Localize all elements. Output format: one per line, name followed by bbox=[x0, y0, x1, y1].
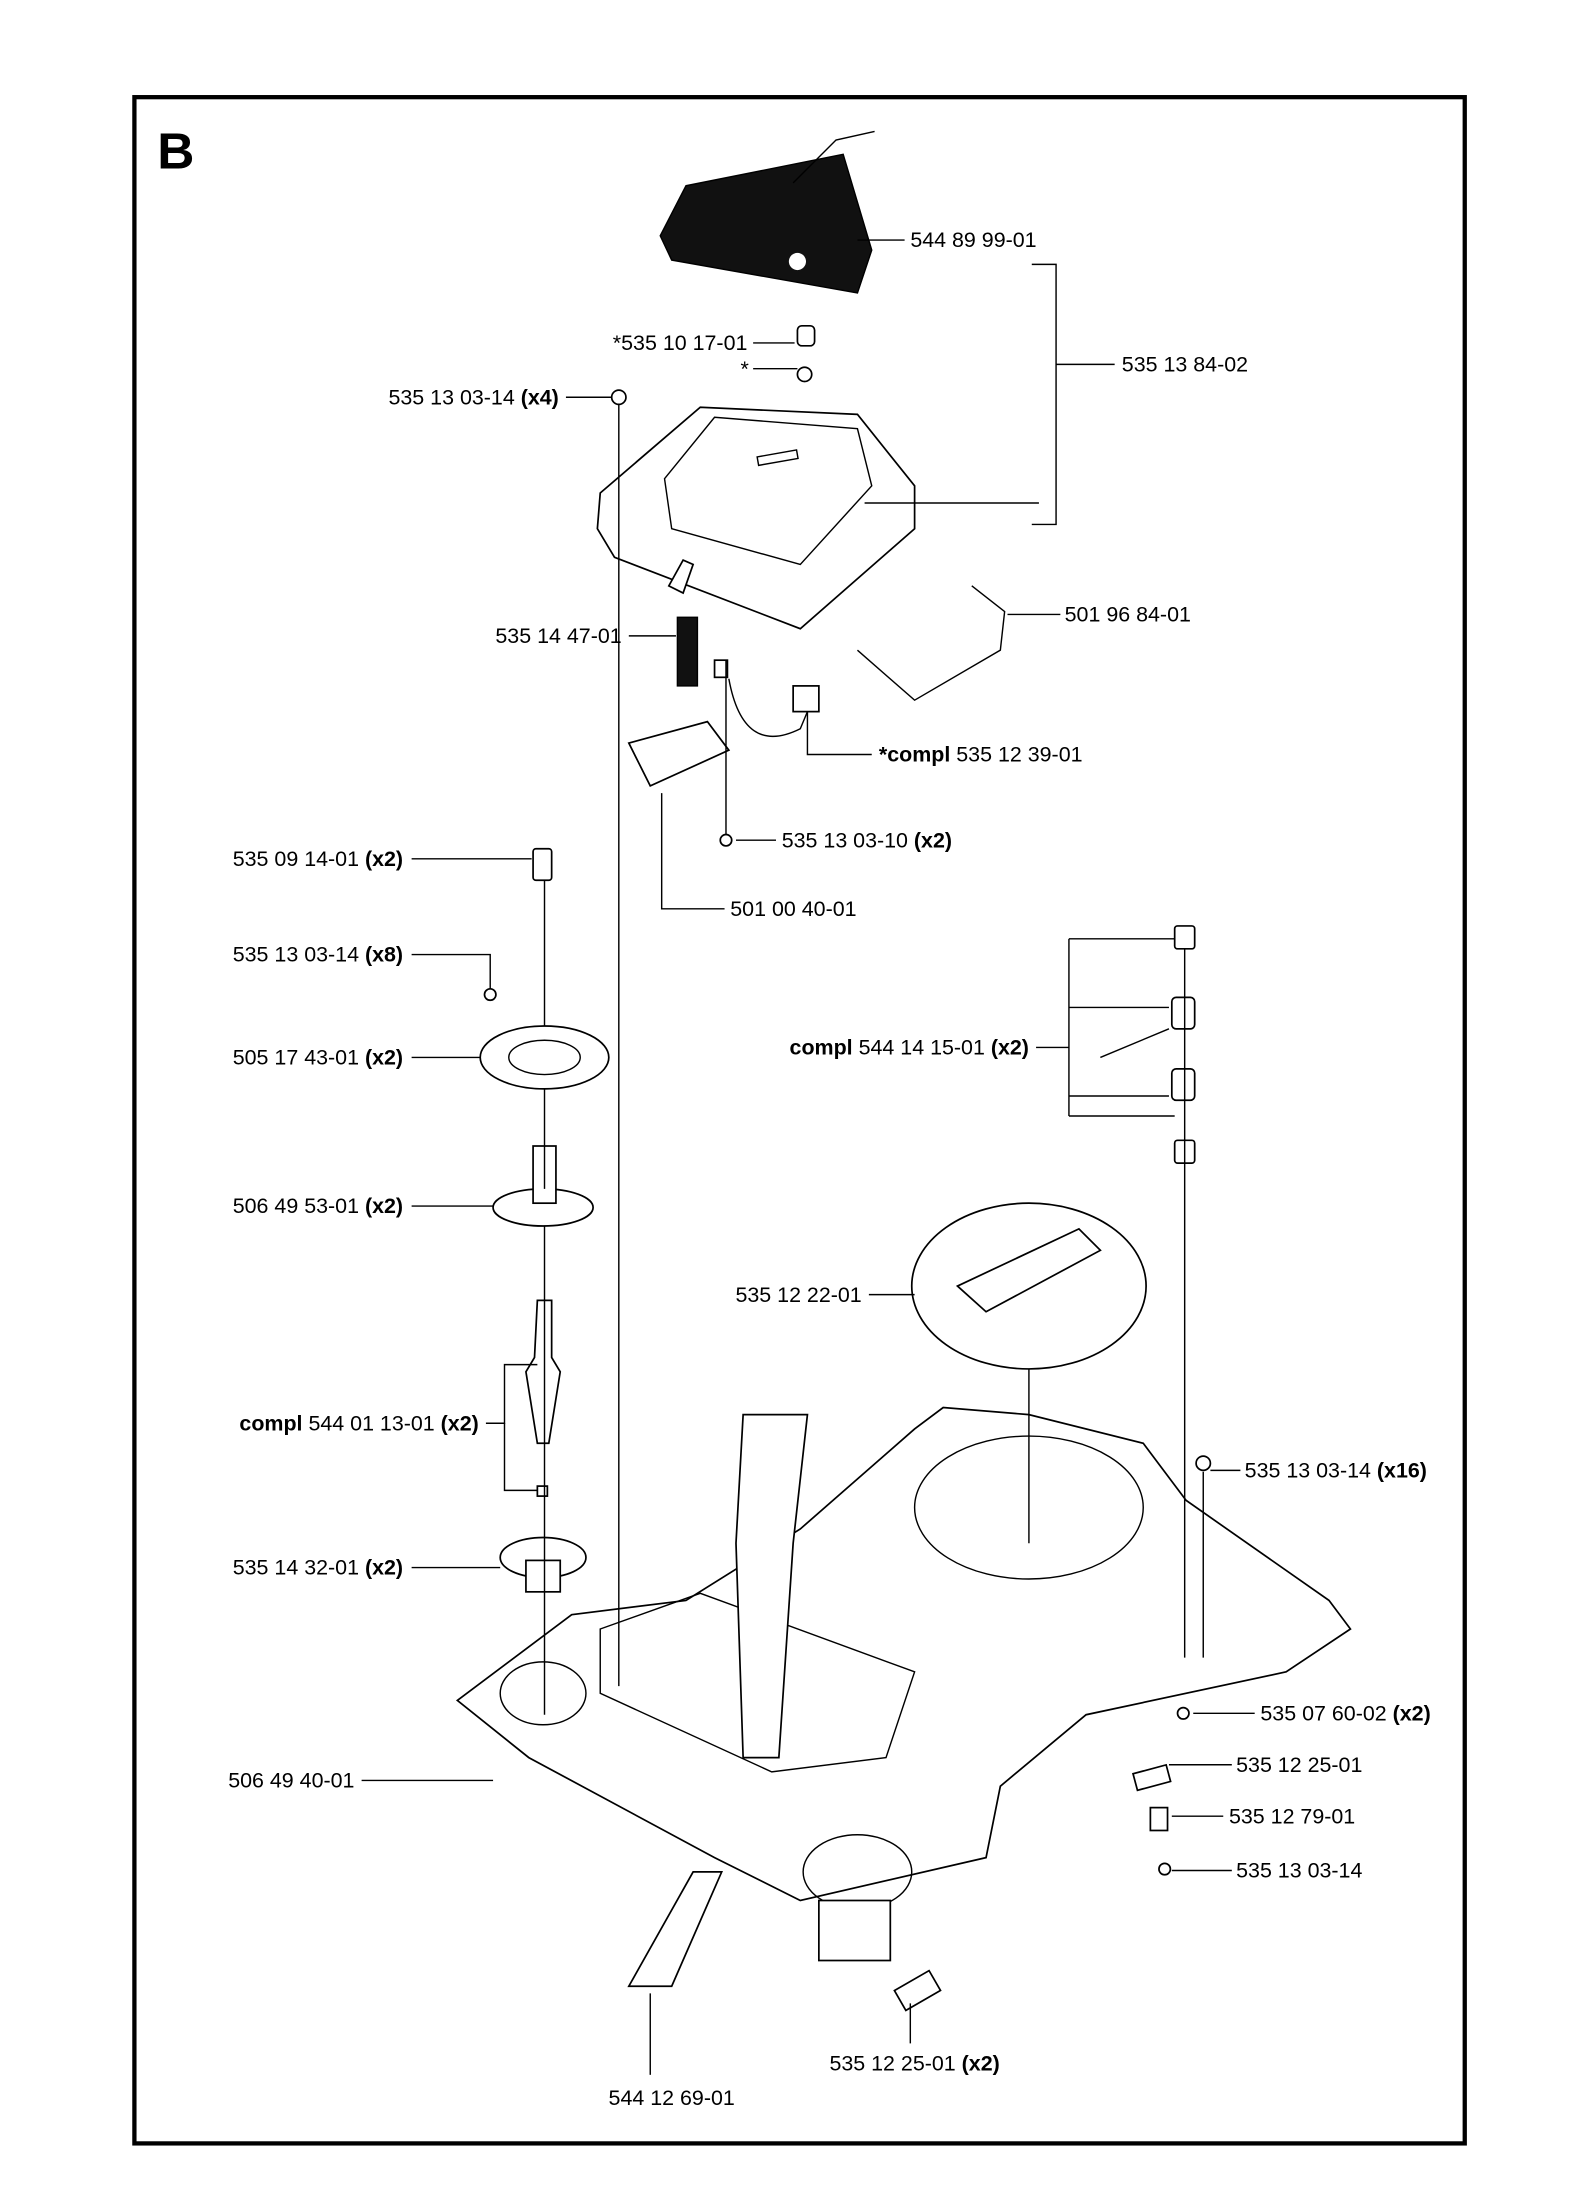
part-label: compl 544 14 15-01 (x2) bbox=[790, 1036, 1029, 1060]
part-quantity: (x2) bbox=[359, 1046, 403, 1070]
part-prefix: compl bbox=[239, 1411, 308, 1435]
part-label: 535 14 47-01 bbox=[495, 624, 621, 648]
part-prefix: compl bbox=[790, 1036, 859, 1060]
part-number: *535 10 17-01 bbox=[613, 331, 748, 355]
part-label: 535 14 32-01 (x2) bbox=[233, 1556, 403, 1580]
part-number: 535 12 25-01 bbox=[829, 2052, 955, 2076]
part-number: 535 09 14-01 bbox=[233, 847, 359, 871]
part-number: 535 13 03-14 bbox=[1236, 1859, 1362, 1883]
part-number: 535 12 39-01 bbox=[956, 743, 1082, 767]
diagram-frame bbox=[132, 95, 1467, 2146]
part-quantity: (x2) bbox=[359, 1194, 403, 1218]
part-label: compl 544 01 13-01 (x2) bbox=[239, 1411, 478, 1435]
part-number: 535 07 60-02 bbox=[1260, 1701, 1386, 1725]
part-quantity: (x2) bbox=[985, 1036, 1029, 1060]
part-number: 505 17 43-01 bbox=[233, 1046, 359, 1070]
charging-cover-disk bbox=[910, 1202, 1147, 1370]
part-label: 535 09 14-01 (x2) bbox=[233, 847, 403, 871]
part-label: 506 49 40-01 bbox=[228, 1769, 354, 1793]
part-number: 535 12 25-01 bbox=[1236, 1753, 1362, 1777]
leader-line bbox=[503, 1423, 538, 1492]
part-number: 501 00 40-01 bbox=[730, 897, 856, 921]
part-number: 544 01 13-01 bbox=[308, 1411, 434, 1435]
part-number: 544 89 99-01 bbox=[910, 228, 1036, 252]
part-labels: 544 89 99-01 *535 10 17-01* 535 13 03-14 (… bbox=[228, 228, 1431, 2110]
part-label: *compl 535 12 39-01 bbox=[879, 743, 1083, 767]
part-label: *535 10 17-01 bbox=[613, 331, 748, 355]
part-label: 535 13 03-14 (x8) bbox=[233, 943, 403, 967]
part-prefix: *compl bbox=[879, 743, 956, 767]
part-quantity: (x2) bbox=[956, 2052, 1000, 2076]
part-label: 535 07 60-02 (x2) bbox=[1260, 1701, 1430, 1725]
part-label: 535 13 03-14 (x4) bbox=[388, 385, 558, 409]
chassis-base bbox=[455, 1406, 1352, 1988]
part-quantity: (x2) bbox=[359, 1556, 403, 1580]
part-quantity: (x8) bbox=[359, 943, 403, 967]
part-quantity: (x2) bbox=[1387, 1701, 1431, 1725]
part-quantity: (x2) bbox=[359, 847, 403, 871]
part-number: 535 14 47-01 bbox=[495, 624, 621, 648]
part-label: 535 13 03-14 (x16) bbox=[1245, 1459, 1427, 1483]
leader-line bbox=[411, 953, 491, 989]
part-number: 544 12 69-01 bbox=[609, 2086, 735, 2110]
leader-line bbox=[1031, 263, 1057, 526]
leader-line bbox=[660, 793, 725, 910]
part-label: 535 13 84-02 bbox=[1122, 353, 1248, 377]
part-label: 535 13 03-14 bbox=[1236, 1859, 1362, 1883]
part-label: 501 00 40-01 bbox=[730, 897, 856, 921]
part-number: 544 14 15-01 bbox=[859, 1036, 985, 1060]
top-cover bbox=[596, 406, 916, 630]
section-letter: B bbox=[157, 122, 194, 180]
part-label: * bbox=[741, 357, 749, 381]
part-number: 501 96 84-01 bbox=[1065, 603, 1191, 627]
part-number: 535 13 03-14 bbox=[233, 943, 359, 967]
part-number: 535 12 22-01 bbox=[735, 1283, 861, 1307]
part-label: 535 12 25-01 (x2) bbox=[829, 2052, 999, 2076]
part-quantity: (x2) bbox=[908, 828, 952, 852]
part-label: 544 89 99-01 bbox=[910, 228, 1036, 252]
part-number: * bbox=[741, 357, 749, 381]
part-label: 535 12 25-01 bbox=[1236, 1753, 1362, 1777]
leader-lines bbox=[361, 239, 1255, 2075]
part-label: 544 12 69-01 bbox=[609, 2086, 735, 2110]
part-label: 535 13 03-10 (x2) bbox=[782, 828, 952, 852]
leader-line bbox=[806, 711, 872, 756]
keypad-membrane bbox=[659, 130, 875, 294]
part-quantity: (x2) bbox=[435, 1411, 479, 1435]
part-label: 505 17 43-01 (x2) bbox=[233, 1046, 403, 1070]
part-number: 535 13 84-02 bbox=[1122, 353, 1248, 377]
part-number: 535 12 79-01 bbox=[1229, 1804, 1355, 1828]
part-label: 535 12 79-01 bbox=[1229, 1804, 1355, 1828]
part-quantity: (x4) bbox=[515, 385, 559, 409]
leader-line bbox=[485, 1363, 538, 1424]
part-number: 535 14 32-01 bbox=[233, 1556, 359, 1580]
part-quantity: (x16) bbox=[1371, 1459, 1427, 1483]
part-number: 506 49 53-01 bbox=[233, 1194, 359, 1218]
small-parts bbox=[479, 324, 1212, 2012]
part-label: 506 49 53-01 (x2) bbox=[233, 1194, 403, 1218]
part-number: 535 13 03-10 bbox=[782, 828, 908, 852]
part-label: 535 12 22-01 bbox=[735, 1283, 861, 1307]
part-number: 535 13 03-14 bbox=[1245, 1459, 1371, 1483]
part-number: 506 49 40-01 bbox=[228, 1769, 354, 1793]
part-number: 535 13 03-14 bbox=[388, 385, 514, 409]
part-label: 501 96 84-01 bbox=[1065, 603, 1191, 627]
